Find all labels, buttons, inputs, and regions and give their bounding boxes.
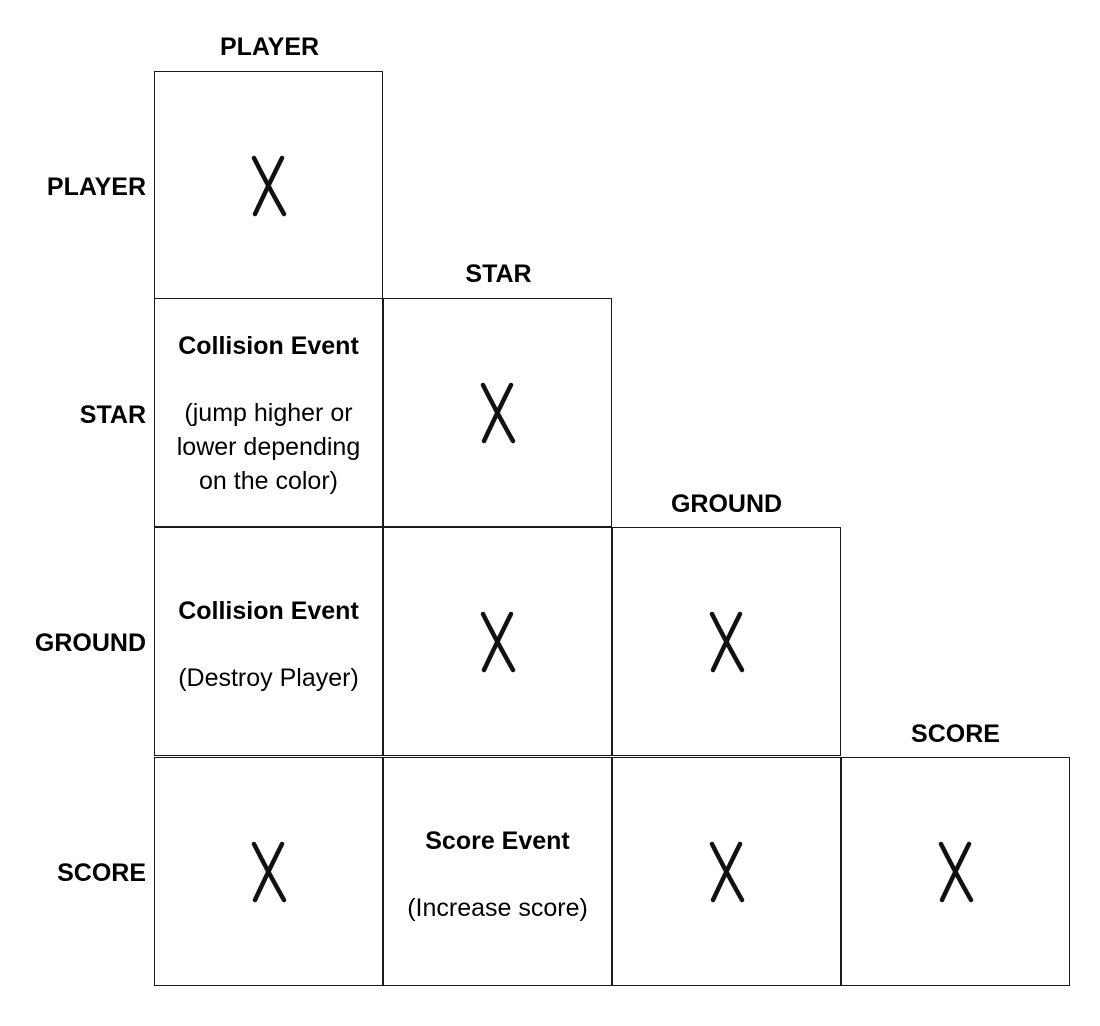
x-mark-icon xyxy=(480,382,515,443)
cell-score-star: Score Event (Increase score) xyxy=(383,757,612,986)
cell-star-star xyxy=(383,298,612,527)
event-title: Collision Event xyxy=(178,597,359,625)
event-description: (Destroy Player) xyxy=(178,664,359,692)
event-description: (Increase score) xyxy=(407,894,588,922)
row-label-star: STAR xyxy=(79,401,146,429)
column-header-player: PLAYER xyxy=(219,33,320,61)
event-title: Score Event xyxy=(425,827,570,855)
cell-score-player xyxy=(154,757,383,986)
column-header-score: SCORE xyxy=(911,720,1000,748)
cell-ground-player: Collision Event (Destroy Player) xyxy=(154,527,383,756)
x-mark-icon xyxy=(251,155,286,216)
event-description: (jump higher or lower depending on the c… xyxy=(176,399,361,495)
x-mark-icon xyxy=(938,841,973,902)
event-text: Collision Event (Destroy Player) xyxy=(155,594,382,695)
column-header-ground: GROUND xyxy=(670,490,783,518)
row-label-score: SCORE xyxy=(57,859,146,887)
event-title: Collision Event xyxy=(178,332,359,360)
x-mark-icon xyxy=(251,841,286,902)
x-mark-icon xyxy=(709,841,744,902)
event-text: Collision Event (jump higher or lower de… xyxy=(155,329,382,498)
cell-player-player xyxy=(154,71,383,300)
cell-score-score xyxy=(841,757,1070,986)
cell-ground-star xyxy=(383,527,612,756)
row-label-ground: GROUND xyxy=(34,629,146,657)
cell-star-player: Collision Event (jump higher or lower de… xyxy=(154,298,383,527)
event-text: Score Event (Increase score) xyxy=(384,824,611,925)
x-mark-icon xyxy=(480,611,515,672)
row-label-player: PLAYER xyxy=(46,173,146,201)
cell-score-ground xyxy=(612,757,841,986)
cell-ground-ground xyxy=(612,527,841,756)
column-header-star: STAR xyxy=(465,260,532,288)
x-mark-icon xyxy=(709,611,744,672)
